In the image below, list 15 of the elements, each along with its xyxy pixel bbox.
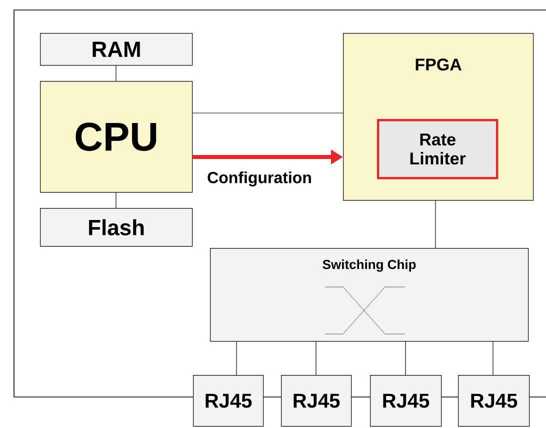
port-box: RJ45 [370, 375, 442, 427]
rate-limiter-box: Rate Limiter [377, 119, 498, 180]
port-box: RJ45 [458, 375, 530, 427]
connector-line [236, 341, 237, 376]
connector-line [192, 112, 344, 114]
port-box: RJ45 [193, 375, 264, 427]
switching-chip-box: Switching Chip [210, 248, 529, 342]
connector-line [405, 341, 406, 376]
memory-box: Flash [40, 208, 193, 247]
memory-box: RAM [40, 33, 193, 66]
port-box: RJ45 [281, 375, 352, 427]
connector-line [435, 200, 436, 248]
cpu-box: CPU [40, 81, 193, 193]
edge-label: Configuration [206, 170, 313, 188]
connector-line [492, 341, 494, 376]
